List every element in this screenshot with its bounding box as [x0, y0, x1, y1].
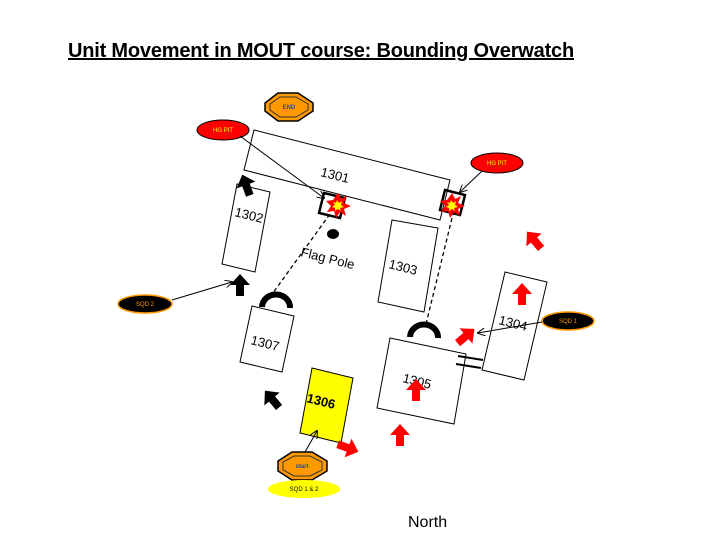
building-1306-label: 1306 [305, 390, 337, 412]
building-1304: 1304 [481, 271, 548, 381]
hg-pit-marker-left: HG PIT [196, 119, 250, 141]
end-label: END [283, 105, 296, 111]
building-1301-label: 1301 [319, 164, 351, 186]
red-arrow-icon [512, 283, 532, 305]
explosion-icon-right [440, 193, 465, 218]
building-1302: 1302 [221, 183, 271, 273]
start-label: start [295, 464, 308, 470]
dashed-line-of-fire-right [425, 209, 455, 325]
sqd-1-2-label: SQD 1 & 2 [290, 487, 319, 493]
overwatch-arc-icon-left [259, 291, 293, 309]
building-1307-label: 1307 [249, 332, 281, 354]
start-octagon: start [277, 451, 328, 481]
overwatch-arc-icon-right [407, 321, 441, 339]
hg-pit-marker-right: HG PIT [470, 152, 524, 174]
building-1306: 1306 [299, 367, 354, 444]
black-arrow-icon [236, 174, 256, 197]
red-arrow-icon [526, 231, 545, 251]
building-1302-label: 1302 [233, 204, 265, 226]
sqd2-label: SQD 2 [136, 302, 155, 308]
flag-pole-marker [327, 229, 339, 239]
building-1307: 1307 [239, 305, 295, 373]
hg-pit-right-arrow [460, 170, 483, 192]
red-arrow-icon [455, 328, 475, 347]
end-octagon: END [264, 92, 314, 122]
red-arrow-icon [390, 424, 410, 446]
explosion-icon-left [326, 193, 351, 218]
sqd-1-2-marker: SQD 1 & 2 [268, 480, 340, 498]
hg-pit-left-label: HG PIT [213, 128, 233, 134]
red-arrow-icon [336, 438, 359, 458]
sqd1-arrow [478, 321, 543, 333]
red-arrow-icon [406, 379, 426, 401]
building-1305: 1305 [376, 337, 467, 425]
sqd1-label: SQD 1 [559, 319, 578, 325]
building-1303-label: 1303 [387, 256, 419, 278]
hg-pit-left-arrow [239, 135, 324, 198]
black-arrow-icon [230, 274, 250, 296]
doorway-box-right [438, 188, 467, 217]
hg-pit-right-label: HG PIT [487, 161, 507, 167]
sqd2-marker: SQD 2 [117, 294, 173, 314]
building-1303: 1303 [377, 219, 439, 313]
flag-pole-label: Flag Pole [299, 244, 356, 272]
building-1301: 1301 [243, 129, 451, 221]
start-arrow [304, 431, 317, 453]
connector-1305-1304 [455, 355, 484, 369]
black-arrow-icon [264, 390, 283, 410]
dashed-line-of-fire-left [269, 213, 331, 298]
slide-title: Unit Movement in MOUT course: Bounding O… [68, 40, 574, 62]
sqd1-marker: SQD 1 [541, 311, 595, 331]
north-label: North [408, 514, 448, 531]
sqd2-arrow [171, 282, 232, 301]
